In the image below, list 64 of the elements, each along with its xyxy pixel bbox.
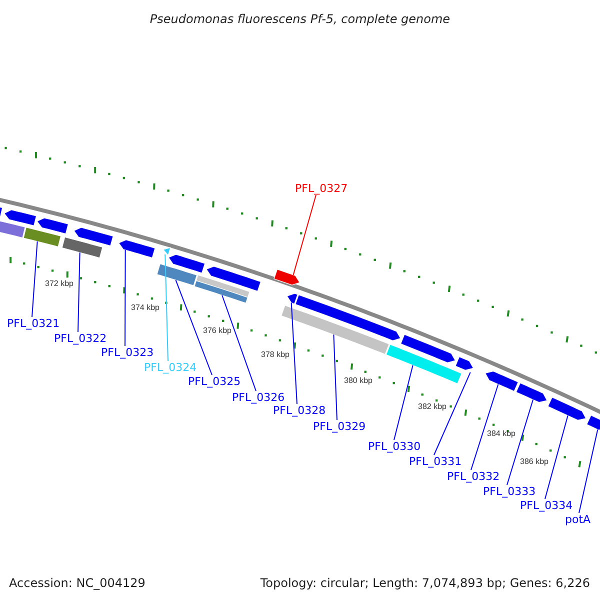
gene-feature — [4, 210, 37, 226]
accession-text: Accession: NC_004129 — [9, 575, 146, 592]
gene-label: PFL_0330 — [368, 440, 421, 453]
position-label: 376 kbp — [203, 326, 232, 336]
leader-line — [290, 302, 298, 404]
gene-label: PFL_0323 — [101, 346, 154, 359]
gene-feature — [206, 266, 262, 292]
gene-feature — [516, 382, 548, 403]
gene-label: PFL_0332 — [447, 470, 500, 483]
gene-label: PFL_0334 — [520, 499, 573, 512]
gene-feature — [156, 263, 198, 286]
gene-feature — [386, 344, 462, 384]
gene-feature — [168, 254, 206, 274]
gene-label: PFL_0331 — [409, 455, 462, 468]
genome-stats-text: Topology: circular; Length: 7,074,893 bp; Genes: 6,226 — [260, 575, 590, 592]
gene-label: potA — [565, 513, 591, 526]
gene-label: PFL_0329 — [313, 420, 366, 433]
leader-line — [470, 384, 499, 470]
gene-feature — [455, 356, 474, 371]
position-label: 374 kbp — [131, 303, 160, 313]
gene-feature — [0, 205, 3, 218]
title: Pseudomonas fluorescens Pf-5, complete genome — [148, 11, 452, 28]
leader-line — [124, 250, 126, 346]
leader-line — [578, 429, 598, 514]
gene-feature — [194, 274, 250, 304]
leader-line — [394, 364, 414, 440]
gene-feature — [62, 236, 103, 258]
position-label: 382 kbp — [418, 402, 446, 412]
position-label: 380 kbp — [344, 376, 372, 386]
gene-label: PFL_0325 — [188, 375, 241, 388]
position-label: 372 kbp — [45, 279, 74, 289]
gene-label: PFL_0333 — [483, 485, 536, 498]
gene-feature — [400, 334, 456, 364]
position-label: 386 kbp — [520, 457, 548, 467]
gene-feature — [73, 227, 114, 246]
leader-line — [434, 372, 471, 456]
gene-feature — [586, 414, 600, 430]
gene-feature — [484, 370, 519, 392]
leader-line — [292, 194, 316, 276]
position-label: 378 kbp — [261, 350, 290, 360]
leader-line — [506, 399, 534, 486]
gene-feature — [118, 240, 156, 258]
leader-line — [32, 240, 38, 318]
gene-feature — [162, 247, 171, 256]
gene-label: PFL_0324 — [144, 361, 197, 374]
leader-line — [175, 280, 212, 376]
gene-feature — [548, 396, 586, 420]
leader-line — [164, 254, 168, 362]
leader-line — [544, 415, 568, 500]
gene-feature — [36, 218, 69, 234]
gene-feature — [294, 294, 402, 341]
leader-line — [222, 294, 256, 392]
gene-label: PFL_0327 — [295, 182, 348, 195]
gene-label: PFL_0322 — [54, 332, 107, 345]
gene-feature — [274, 269, 300, 286]
gene-feature — [23, 226, 62, 248]
gene-feature — [286, 293, 298, 304]
gene-label: PFL_0321 — [7, 317, 60, 330]
gene-feature — [0, 219, 26, 238]
leader-line — [78, 252, 80, 332]
gene-label: PFL_0326 — [232, 391, 285, 404]
gene-label: PFL_0328 — [273, 404, 326, 417]
position-label: 384 kbp — [487, 429, 516, 439]
leader-line — [333, 334, 338, 420]
